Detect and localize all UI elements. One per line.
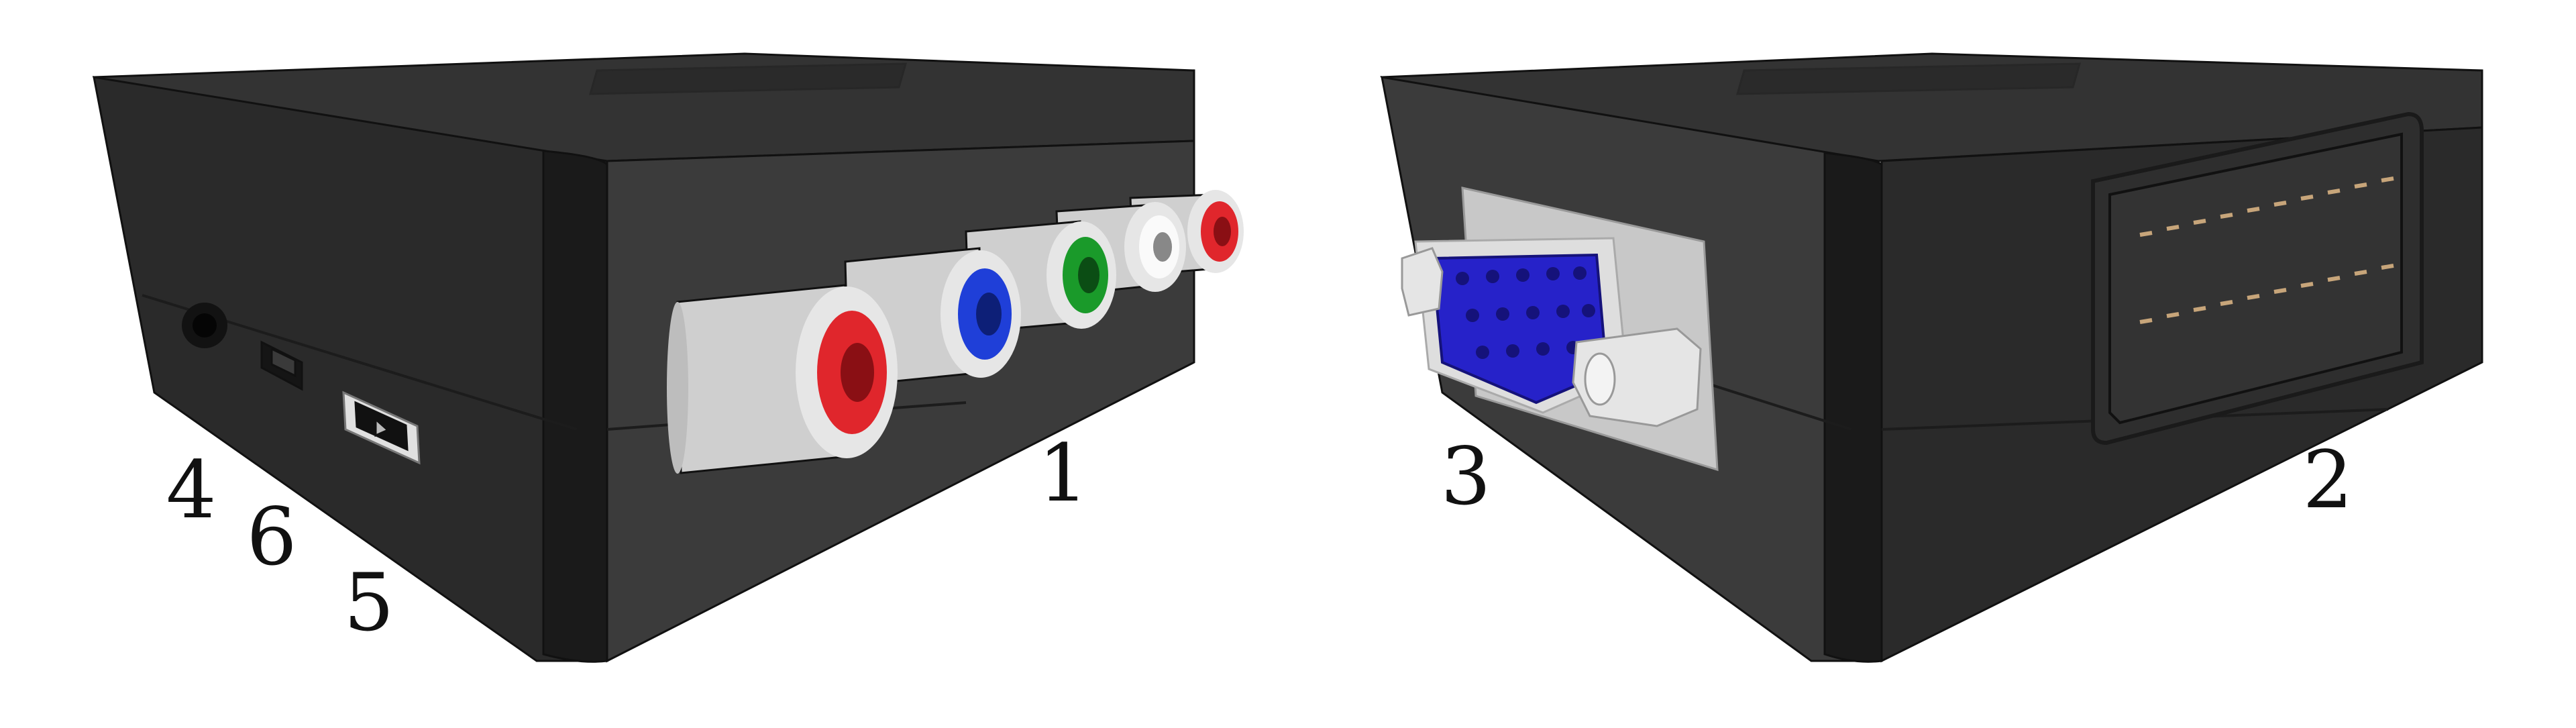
callout-2: 2 bbox=[2302, 433, 2353, 526]
scart-pin bbox=[2327, 189, 2341, 195]
callout-3: 3 bbox=[1440, 430, 1491, 523]
scart-pin bbox=[2139, 231, 2153, 237]
scart-pin bbox=[2300, 282, 2314, 288]
callout-4: 4 bbox=[166, 444, 217, 536]
scart-pin bbox=[2166, 312, 2180, 318]
scart-pin bbox=[2193, 219, 2206, 225]
rca-jack-icon bbox=[667, 190, 1244, 474]
scart-pin bbox=[2193, 306, 2206, 312]
video-converter-box-rear-icon bbox=[1380, 52, 2483, 663]
scart-pin bbox=[2273, 288, 2287, 294]
right-box-top-vent bbox=[1735, 62, 2082, 95]
left-box-corner bbox=[542, 150, 608, 663]
scart-pin bbox=[2381, 176, 2394, 183]
left-box-top-vent bbox=[588, 62, 908, 95]
scart-pin bbox=[2220, 300, 2233, 306]
scart-pin bbox=[2247, 294, 2260, 300]
scart-pin bbox=[2273, 201, 2287, 207]
scart-pin bbox=[2300, 195, 2314, 201]
scart-port-icon bbox=[2091, 111, 2424, 446]
scart-pin bbox=[2166, 225, 2180, 231]
scart-pin bbox=[2220, 213, 2233, 219]
scart-pin bbox=[2354, 183, 2367, 189]
video-converter-box-front-icon bbox=[92, 52, 1244, 663]
vga-port-icon bbox=[1401, 187, 1719, 472]
scart-pin bbox=[2247, 207, 2260, 213]
scart-pin bbox=[2327, 276, 2341, 282]
scart-pin bbox=[2354, 270, 2367, 276]
right-box-corner bbox=[1823, 152, 1883, 663]
audio-jack-icon bbox=[182, 303, 227, 348]
callout-5: 5 bbox=[343, 556, 394, 649]
scart-pin bbox=[2381, 264, 2394, 270]
micro-usb-port-icon bbox=[342, 391, 421, 465]
slide-switch-icon bbox=[260, 340, 303, 391]
callout-1: 1 bbox=[1038, 427, 1089, 519]
callout-6: 6 bbox=[246, 490, 297, 583]
scart-pin bbox=[2139, 318, 2153, 324]
